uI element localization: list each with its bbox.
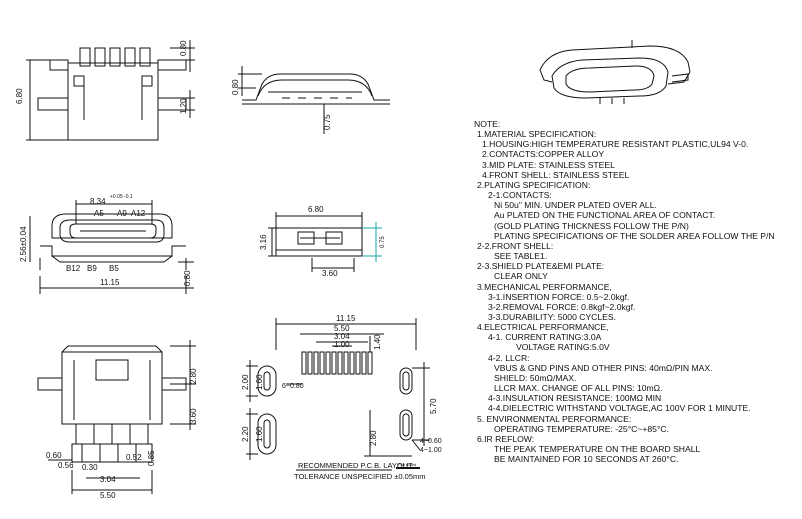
dim-profile-bottom: 3.60 (322, 269, 338, 278)
dim-front-left: 0.60 (46, 451, 62, 460)
dim-front-w5: 5.50 (100, 491, 116, 500)
dim-front-right-1: 2.80 (189, 368, 198, 384)
note-line: THE PEAK TEMPERATURE ON THE BOARD SHALL (494, 444, 701, 454)
note-line: SHIELD: 50mΩ/MAX. (494, 372, 577, 383)
note-line: SEE TABLE1. (494, 251, 548, 262)
note-line: 4.ELECTRICAL PERFORMANCE, (477, 322, 609, 333)
dim-pcb-160b: 1.60 (255, 426, 264, 442)
note-line: 2.PLATING SPECIFICATION: (477, 179, 591, 190)
note-line: PLATING SPECIFICATIONS OF THE SOLDER ARE… (494, 230, 775, 241)
note-line: 2.CONTACTS:COPPER ALLOY (482, 149, 605, 160)
profile-highlight (362, 222, 382, 262)
pcb-layout-title: RECOMMENDED P.C.B. LAYOUT (298, 461, 413, 470)
note-line: 3.MECHANICAL PERFORMANCE, (477, 281, 612, 292)
note-line: LLCR MAX. CHANGE OF ALL PINS: 10mΩ. (494, 383, 663, 394)
dim-side-height: 0.80 (231, 79, 240, 95)
dim-profile-small: 0.75 (380, 236, 386, 248)
dim-front-small: 0.85 (147, 450, 156, 466)
pin-label-bottom-1: B9 (87, 264, 97, 273)
top-view (26, 40, 195, 141)
dim-front-right-2: 3.60 (189, 408, 198, 424)
dim-front-w4: 3.04 (100, 475, 116, 484)
dim-pcb-hole1: 4~0.60 (420, 438, 442, 445)
dim-side-bottom: 0.75 (323, 114, 332, 130)
note-line: Au PLATED ON THE FUNCTIONAL AREA OF CONT… (494, 210, 716, 221)
note-line: NOTE: (474, 119, 501, 129)
front-view (29, 200, 194, 294)
note-line: 4-1. CURRENT RATING:3.0A (488, 332, 602, 343)
note-line: 5. ENVIRONMENTAL PERFORMANCE: (477, 413, 632, 424)
dim-pcb-304: 3.04 (334, 332, 350, 341)
note-line: 2-3.SHIELD PLATE&EMI PLATE: (477, 261, 605, 272)
note-line: 2-2.FRONT SHELL: (477, 240, 554, 251)
dim-pcb-160a: 1.60 (255, 374, 264, 390)
dim-pcb-hole2: 4~1.00 (420, 447, 442, 454)
profile-view (268, 212, 363, 272)
dim-profile-height: 3.16 (259, 234, 268, 250)
dim-inner-width-tol: +0.05 -0.1 (110, 194, 133, 200)
dim-top-right-2: 1.20 (179, 98, 188, 114)
dim-pcb-220: 2.20 (241, 426, 250, 442)
pin-label-top-2: A12 (131, 209, 146, 218)
note-line: 2-1.CONTACTS: (488, 190, 552, 201)
dim-pcb-570: 5.70 (429, 398, 438, 414)
pcb-layout-tag: Pcb board (398, 462, 416, 467)
note-line: 1.HOUSING:HIGH TEMPERATURE RESISTANT PLA… (482, 139, 749, 150)
note-line: 6.IR REFLOW: (477, 433, 535, 444)
note-line: BE MAINTAINED FOR 10 SECONDS AT 260°C. (494, 454, 679, 465)
note-line: CLEAR ONLY (494, 271, 548, 282)
pin-view (37, 340, 196, 494)
dim-front-w1: 0.56 (58, 461, 74, 470)
pin-label-bottom-2: B5 (109, 264, 119, 273)
note-line: 4-3.INSULATION RESISTANCE: 100MΩ MIN (488, 393, 662, 404)
dim-pcb-100: 1.00 (334, 340, 350, 349)
connector-3d-view (539, 40, 691, 104)
pin-label-top-0: A5 (94, 209, 104, 218)
pin-label-bottom-0: B12 (66, 264, 81, 273)
note-line: VBUS & GND PINS AND OTHER PINS: 40mΩ/PIN… (494, 362, 713, 373)
dim-top-right-1: 0.80 (179, 40, 188, 56)
note-line: 1.MATERIAL SPECIFICATION: (477, 129, 597, 140)
dim-pcb-200: 2.00 (241, 374, 250, 390)
note-line: 3-3.DURABILITY: 5000 CYCLES. (488, 311, 617, 322)
dim-overall-width: 11.15 (100, 278, 120, 287)
pcb-layout (246, 318, 430, 471)
dim-front-w3: 0.52 (126, 453, 142, 462)
pin-label-top-1: A9 (117, 209, 127, 218)
note-line: 3-2.REMOVAL FORCE: 0.8kgf~2.0kgf. (488, 301, 636, 312)
pcb-layout-tolerance: TOLERANCE UNSPECIFIED ±0.05mm (294, 472, 426, 481)
notes-block: NOTE:1.MATERIAL SPECIFICATION:1.HOUSING:… (474, 119, 796, 464)
note-line: 4-4.DIELECTRIC WITHSTAND VOLTAGE,AC 100V… (488, 403, 751, 414)
dim-inner-width: 8.34 (90, 197, 106, 206)
dim-pcb-140: 1.40 (373, 334, 382, 350)
note-line: (GOLD PLATING THICKNESS FOLLOW THE P/N) (494, 220, 689, 231)
note-line: 3.MID PLATE: STAINLESS STEEL (482, 159, 615, 170)
dim-top-height: 6.80 (15, 88, 24, 104)
dim-pcb-550: 5.50 (334, 324, 350, 333)
dim-pcb-060: 6~0.80 (282, 383, 304, 390)
note-line: Ni 50u" MIN. UNDER PLATED OVER ALL. (494, 200, 657, 211)
note-line: OPERATING TEMPERATURE: -25°C~+85°C. (494, 423, 669, 434)
dim-left-height: 2.56±0.04 (19, 226, 28, 262)
dim-right-bottom: 0.80 (183, 270, 192, 286)
dim-front-w2: 0.30 (82, 463, 98, 472)
note-line: 4-2. LLCR: (488, 352, 530, 363)
side-view (238, 66, 390, 134)
pcb-pad-row (301, 351, 373, 375)
dim-profile-width: 6.80 (308, 205, 324, 214)
dim-pcb-280: 2.80 (369, 430, 378, 446)
note-line: VOLTAGE RATING:5.0V (516, 342, 610, 353)
dim-pcb-width: 11.15 (336, 314, 356, 323)
note-line: 3-1.INSERTION FORCE: 0.5~2.0kgf. (488, 291, 630, 302)
note-line: 4.FRONT SHELL: STAINLESS STEEL (482, 169, 630, 180)
